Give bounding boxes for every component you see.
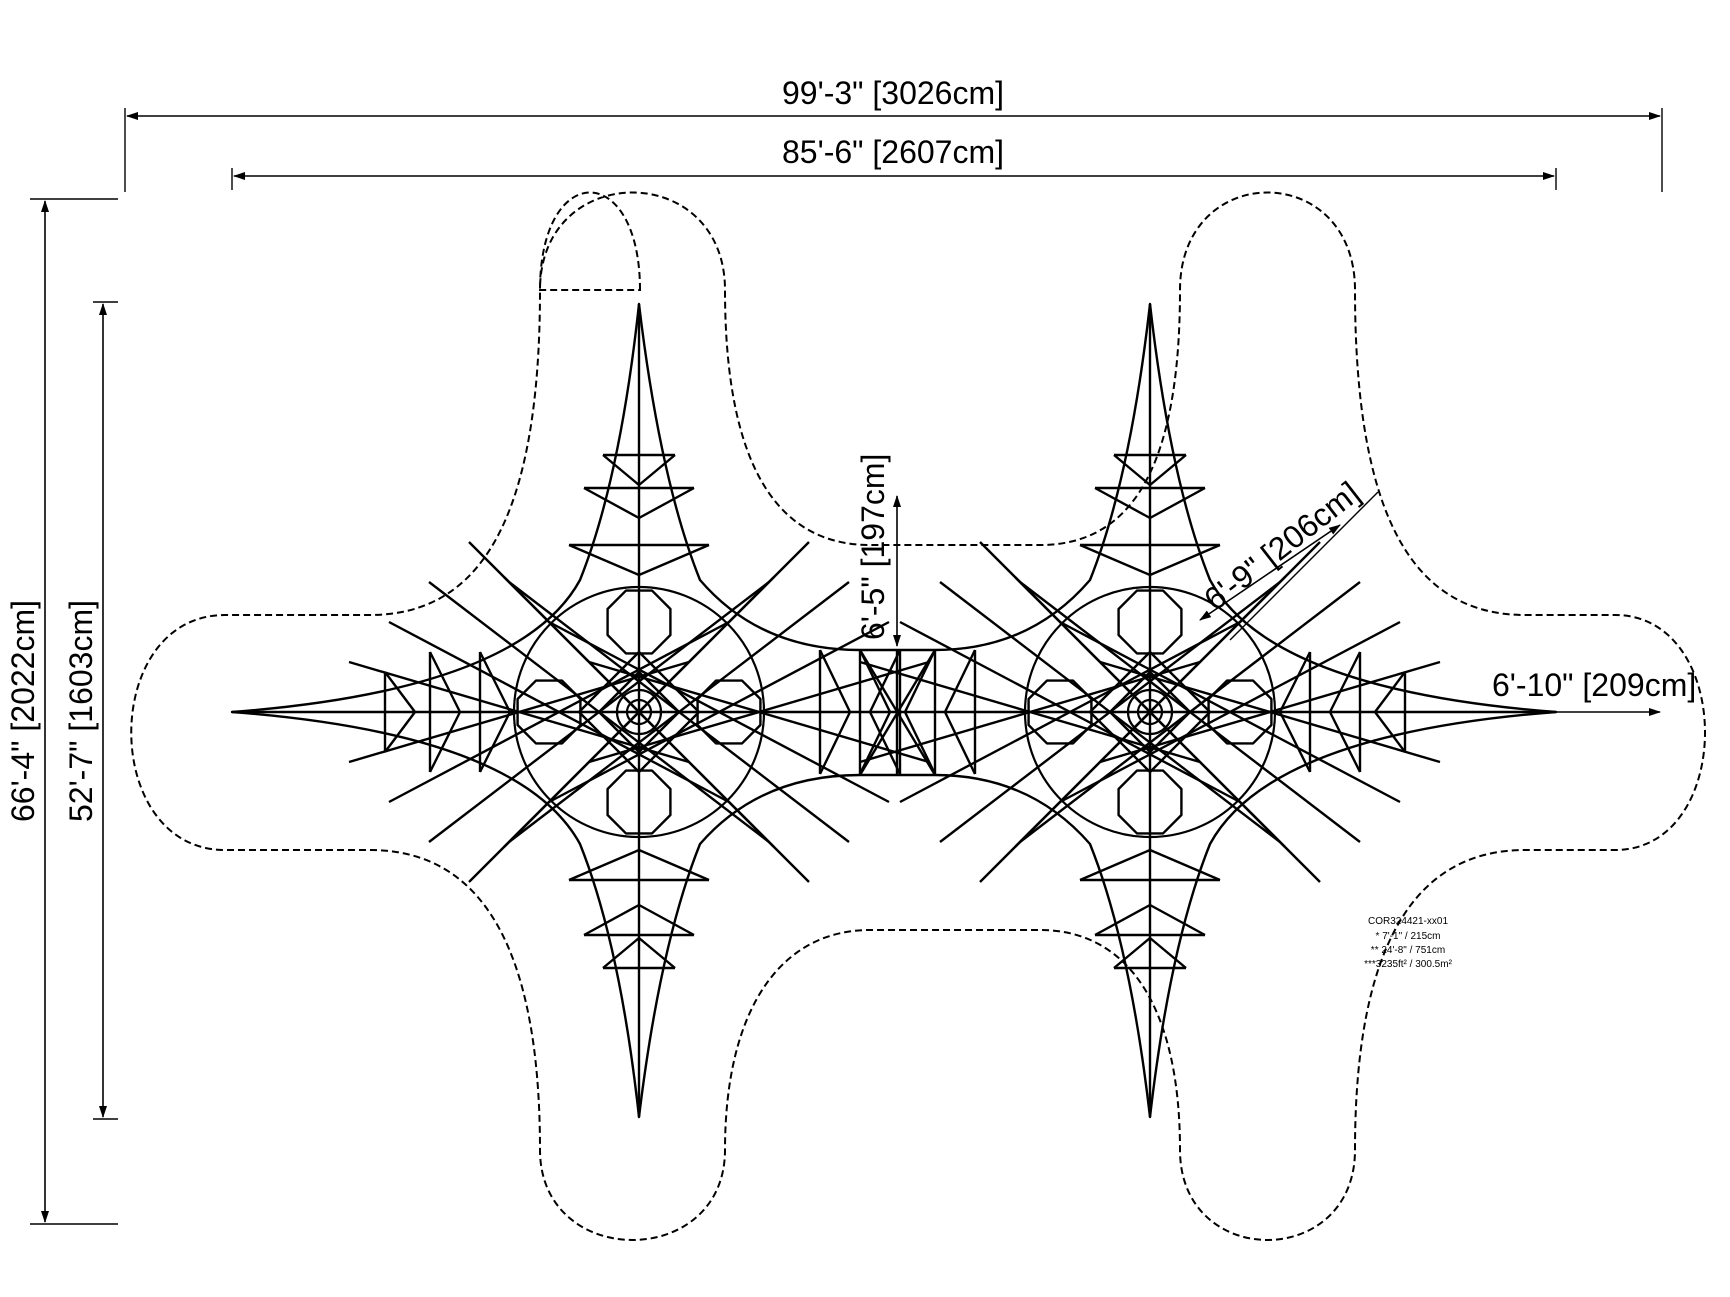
notes-block: COR324421-xx01 * 7'-1" / 215cm ** 24'-8"… (1364, 916, 1452, 970)
net-element (606, 589, 672, 655)
net-element (1117, 769, 1183, 835)
length-note: ** 24'-8" / 751cm (1371, 945, 1445, 956)
net-element (638, 937, 676, 969)
net-element (1149, 903, 1206, 937)
net-element (508, 581, 850, 843)
net-element (602, 937, 640, 969)
net-element (1094, 486, 1151, 520)
net-element (1113, 937, 1151, 969)
net-element (478, 651, 512, 713)
net-element (606, 769, 672, 835)
net-element (384, 671, 416, 713)
net-element (583, 903, 640, 937)
net-element (583, 486, 640, 520)
net-element (348, 660, 690, 764)
net-element (428, 581, 770, 843)
net-element (512, 585, 766, 839)
net-element (868, 649, 902, 713)
net-element (548, 620, 890, 804)
net-element (868, 711, 902, 775)
net-element (1108, 670, 1192, 754)
net-element (899, 620, 1241, 804)
net-element (388, 620, 730, 804)
net-element (1149, 848, 1221, 882)
net-element (1117, 589, 1183, 655)
safety-zone-outline (130, 191, 1706, 1241)
net-element (638, 454, 676, 486)
net-element (1374, 711, 1406, 753)
net-element (1079, 543, 1151, 577)
net-element (1149, 454, 1187, 486)
end-clearance-label: 6'-10" [209cm] (1492, 667, 1696, 703)
net-element (1374, 671, 1406, 713)
net-element (1149, 486, 1206, 520)
height-note: * 7'-1" / 215cm (1376, 931, 1441, 942)
net-element (939, 581, 1281, 843)
net-element (818, 649, 852, 713)
net-element (1099, 660, 1441, 764)
net-element (1149, 937, 1187, 969)
net-structure (230, 302, 1558, 1119)
net-element (1023, 585, 1277, 839)
net-element (384, 711, 416, 753)
net-element (1149, 543, 1221, 577)
diagonal-clearance-dimension-line (1199, 524, 1341, 621)
net-element (568, 848, 640, 882)
net-element (468, 541, 810, 883)
area-note: ***3235ft² / 300.5m² (1364, 959, 1452, 970)
net-element (602, 454, 640, 486)
net-element (1278, 711, 1312, 773)
net-element (568, 543, 640, 577)
net-element (478, 711, 512, 773)
net-element (638, 543, 710, 577)
structure-width-label: 85'-6" [2607cm] (782, 134, 1004, 170)
net-element (625, 698, 653, 726)
net-element (588, 660, 930, 764)
net-element (1328, 651, 1362, 713)
net-element (615, 688, 663, 736)
net-element (428, 711, 462, 773)
net-element (1278, 651, 1312, 713)
net-element (1328, 711, 1362, 773)
net-element (903, 711, 937, 775)
net-element (1094, 903, 1151, 937)
net-element (1059, 620, 1401, 804)
structure-depth-label: 52'-7" [1603cm] (63, 600, 99, 822)
net-element (1019, 581, 1361, 843)
net-element (1136, 698, 1164, 726)
net-element (597, 670, 681, 754)
overall-width-label: 99'-3" [3026cm] (782, 75, 1004, 111)
overall-depth-label: 66'-4" [2022cm] (5, 600, 41, 822)
net-element (1079, 848, 1151, 882)
model-code-note: COR324421-xx01 (1368, 916, 1448, 927)
center-gap-label: 6'-5" [197cm] (855, 454, 891, 640)
net-element (1113, 454, 1151, 486)
net-element (638, 903, 695, 937)
net-element (818, 711, 852, 775)
net-element (858, 711, 892, 775)
net-element (638, 486, 695, 520)
net-element (428, 651, 462, 713)
net-element (638, 848, 710, 882)
net-element (1126, 688, 1174, 736)
